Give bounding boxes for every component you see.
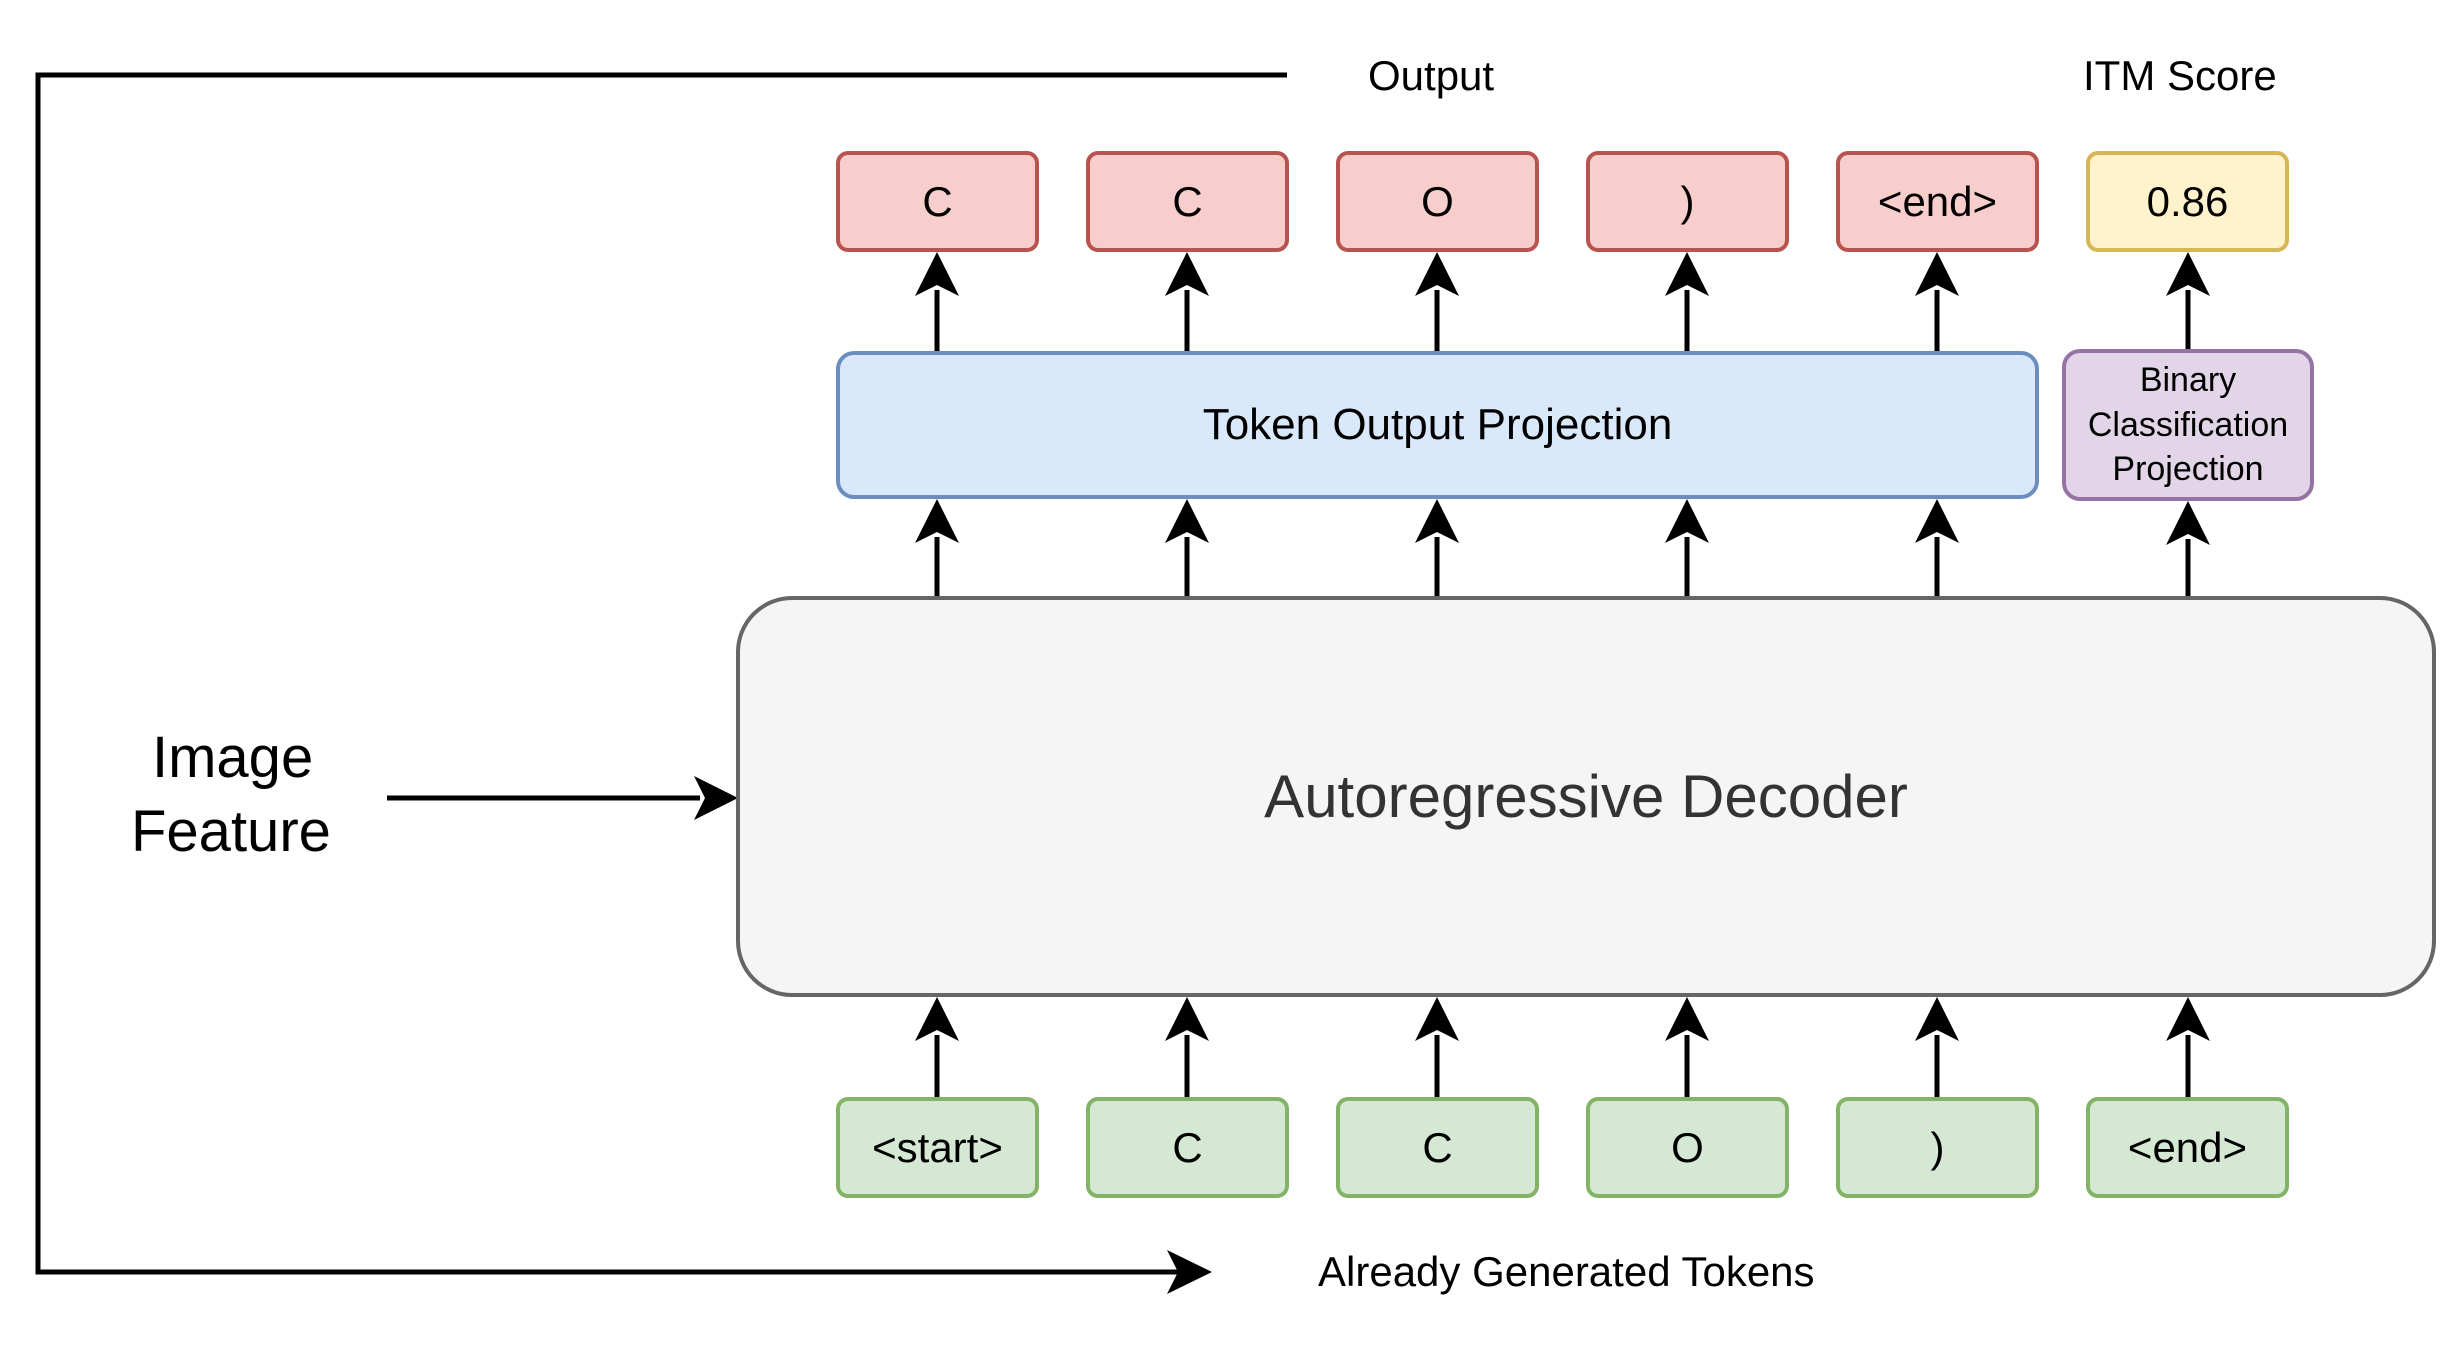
binary-classification-projection: Binary Classification Projection <box>2062 349 2314 501</box>
decoder-to-projection-arrow-head-6 <box>2166 501 2210 545</box>
binary-projection-line-2: Classification <box>2087 405 2289 444</box>
output-token-2: C <box>1086 151 1289 252</box>
input-to-decoder-arrow-head-1 <box>915 997 959 1041</box>
output-token-3: O <box>1336 151 1539 252</box>
input-to-decoder-arrow-head-3 <box>1415 997 1459 1041</box>
output-token-1: C <box>836 151 1039 252</box>
binary-projection-line-3: Projection <box>2112 450 2264 489</box>
projection-to-output-arrow-head-5 <box>1915 252 1959 296</box>
projection-to-output-arrow-head-6 <box>2166 252 2210 296</box>
output-token-4: ) <box>1586 151 1789 252</box>
token-output-projection: Token Output Projection <box>836 351 2039 499</box>
decoder-to-projection-arrow-head-4 <box>1665 499 1709 543</box>
projection-to-output-arrow-head-1 <box>915 252 959 296</box>
input-token-6: <end> <box>2086 1097 2289 1198</box>
input-token-2: C <box>1086 1097 1289 1198</box>
input-to-decoder-arrow-head-5 <box>1915 997 1959 1041</box>
output-label: Output <box>1368 52 1495 99</box>
decoder-to-projection-arrow-head-5 <box>1915 499 1959 543</box>
image-feature-label-line-2: Feature <box>131 799 331 864</box>
binary-projection-line-1: Binary <box>2139 360 2237 399</box>
vertical-arrow-group <box>915 252 2210 1097</box>
autoregressive-decoder: Autoregressive Decoder <box>736 596 2436 997</box>
decoder-to-projection-arrow-head-3 <box>1415 499 1459 543</box>
output-token-5: <end> <box>1836 151 2039 252</box>
image-feature-arrowhead <box>694 776 738 820</box>
itm-score-box: 0.86 <box>2086 151 2289 252</box>
projection-to-output-arrow-head-3 <box>1415 252 1459 296</box>
decoder-to-projection-arrow-head-1 <box>915 499 959 543</box>
decoder-to-projection-arrow-head-2 <box>1165 499 1209 543</box>
input-token-4: O <box>1586 1097 1789 1198</box>
input-token-3: C <box>1336 1097 1539 1198</box>
input-token-5: ) <box>1836 1097 2039 1198</box>
projection-to-output-arrow-head-4 <box>1665 252 1709 296</box>
image-feature-label-line-1: Image <box>152 725 314 790</box>
projection-to-output-arrow-head-2 <box>1165 252 1209 296</box>
feedback-loop-connector <box>35 72 1287 1275</box>
input-token-1: <start> <box>836 1097 1039 1198</box>
feedback-loop-arrowhead <box>1167 1250 1212 1294</box>
itm-score-label: ITM Score <box>2083 52 2277 99</box>
input-to-decoder-arrow-head-2 <box>1165 997 1209 1041</box>
input-to-decoder-arrow-head-6 <box>2166 997 2210 1041</box>
already-generated-tokens-label: Already Generated Tokens <box>1318 1248 1815 1295</box>
input-to-decoder-arrow-head-4 <box>1665 997 1709 1041</box>
